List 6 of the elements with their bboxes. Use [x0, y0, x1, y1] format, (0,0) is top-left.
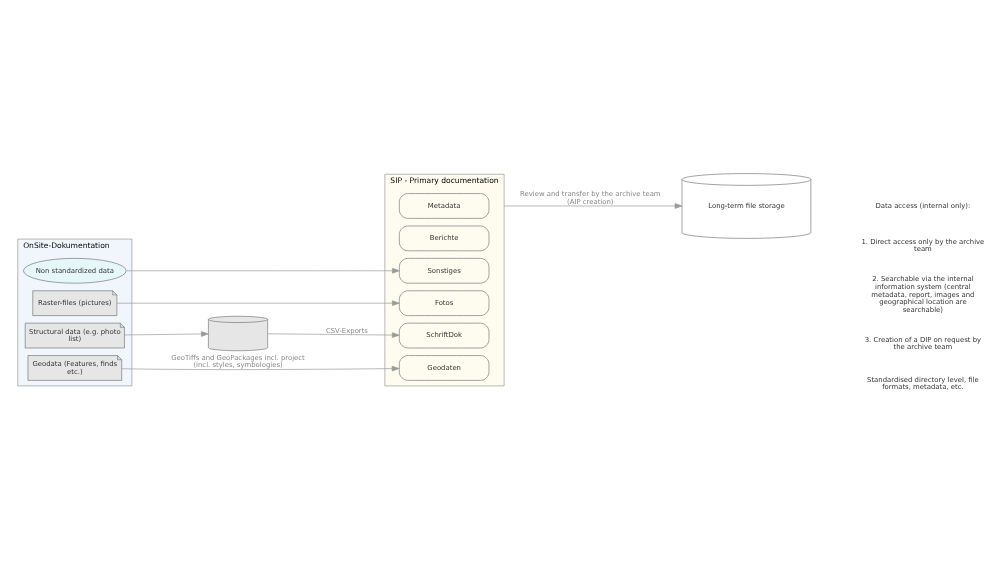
- arrow: [124, 331, 209, 337]
- arrow: [267, 332, 400, 338]
- arrow: [121, 365, 400, 372]
- arrow: [116, 300, 400, 306]
- arrow: [126, 268, 400, 274]
- arrow: [503, 203, 683, 209]
